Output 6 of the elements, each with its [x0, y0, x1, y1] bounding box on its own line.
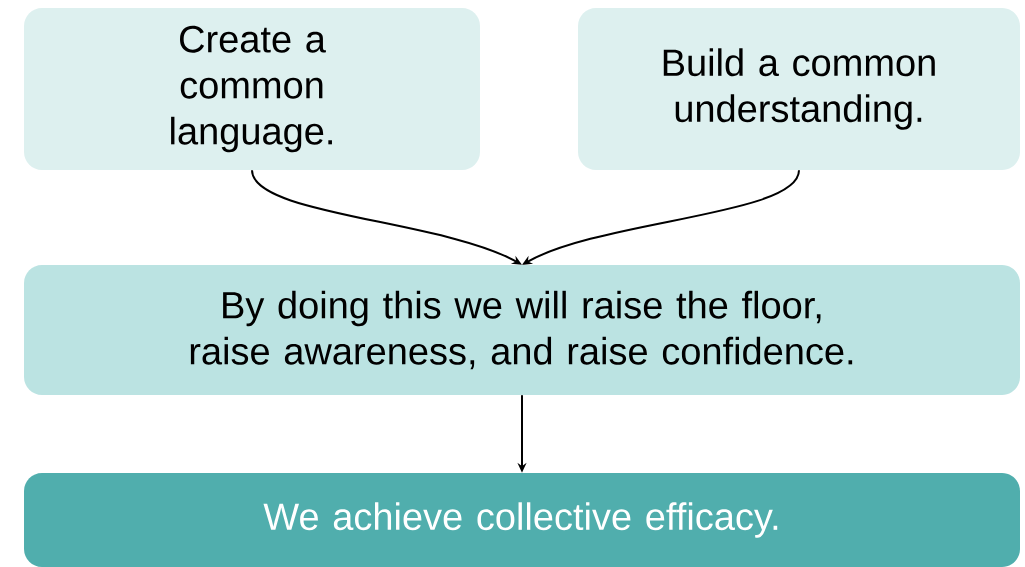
- rounded-box: Create a common language.: [24, 8, 480, 170]
- arrow: [522, 169, 800, 265]
- rounded-box: By doing this we will raise the floor, raise awareness, and raise confidence.: [24, 265, 1020, 395]
- rounded-box: Build a common understanding.: [578, 8, 1020, 170]
- rounded-box: We achieve collective efficacy.: [24, 473, 1020, 567]
- arrow: [251, 169, 522, 265]
